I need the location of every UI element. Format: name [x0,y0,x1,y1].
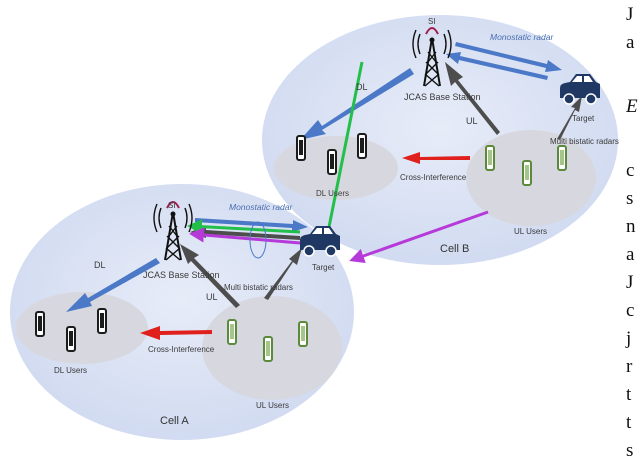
side-text-1: a [626,32,635,53]
cell-a-dl-phone-icon [66,326,76,352]
cell-b-si-label: SI [428,17,436,26]
cell-b-dl-users-label: DL Users [316,189,349,198]
cell-b-target-label: Target [572,114,595,123]
side-text-0: J [626,4,633,25]
side-text-9: j [625,328,631,349]
cell-a-title: Cell A [160,415,189,427]
cell-b-dl-phone-icon [357,133,367,159]
cell-b-monostatic-return-arrow [446,52,548,80]
cell-a-dl-label: DL [94,260,106,270]
beam-indicator [249,221,267,259]
cell-a-ul-users-label: UL Users [256,401,289,410]
cell-a-ul-phone-icon [227,319,237,345]
cell-b-ul-phone-icon [557,145,567,171]
cell-a-multistatic-arrow [264,248,302,300]
cell-b-multistatic-arrow [557,96,582,140]
cell-b-title: Cell B [440,243,469,255]
cell-b-ul-label: UL [466,116,478,126]
cell-b-cross-interference-label: Cross-Interference [400,173,467,182]
cell-b-monostatic-label: Monostatic radar [490,32,554,42]
cell-a-multistatic-label: Multi bistatic radars [224,283,293,292]
cell-a-si-label: SI [168,201,176,210]
green-interference-arrowhead [187,219,301,235]
green-interference-link [326,61,364,233]
cell-a-cross-interference-label: Cross-Interference [148,345,215,354]
cell-b-cross-interference-arrow [402,152,470,164]
cell-a-dl-phone-icon [97,308,107,334]
cell-a-cross-interference-arrow [140,326,212,340]
side-text-5: n [626,216,636,237]
cell-a-ul-phone-icon [263,336,273,362]
side-text-10: r [626,356,633,377]
cell-b-ul-phone-icon [522,160,532,186]
cell-b-multistatic-label: Multi bistatic radars [550,137,619,146]
cell-a-ul-phone-icon [298,321,308,347]
cell-b-ul-phone-icon [485,145,495,171]
purple-link-to-tower-a [189,227,301,245]
purple-link-to-target-a [349,210,489,264]
cell-a-monostatic-arrow [195,218,308,232]
cell-a-target-label: Target [312,263,335,272]
side-text-12: t [626,412,632,433]
cell-b-dl-label: DL [356,82,368,92]
side-text-7: J [626,272,633,293]
cell-a-dl-users-group [16,292,148,364]
side-text-2: E [625,96,638,117]
cell-b-base-station-label: JCAS Base Station [404,92,481,102]
cell-a-monostatic-label: Monostatic radar [229,202,293,212]
cell-b-dl-arrow [300,68,414,140]
cell-b-dl-phone-icon [327,149,337,175]
cell-b-dl-phone-icon [296,135,306,161]
cell-a-base-station-label: JCAS Base Station [143,270,220,280]
side-text-13: s [626,440,633,460]
side-text-6: a [626,244,635,265]
cell-a-ul-arrow [180,244,240,308]
cell-a-dl-users-label: DL Users [54,366,87,375]
cell-a-ul-label: UL [206,292,218,302]
cell-b-ul-arrow [445,62,500,135]
side-text-4: s [626,188,633,209]
cell-a-dl-arrow [66,258,160,312]
side-text-11: t [626,384,632,405]
cell-a-dl-phone-icon [35,311,45,337]
cell-a-echo-arrow [190,226,300,240]
cell-b-monostatic-arrow [455,42,562,72]
side-text-8: c [626,300,634,321]
side-text-3: c [626,160,634,181]
cell-b-ul-users-label: UL Users [514,227,547,236]
